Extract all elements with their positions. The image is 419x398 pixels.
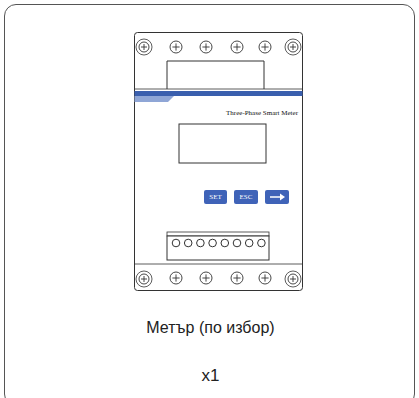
- meter-label: Three-Phase Smart Meter: [222, 109, 298, 117]
- button-text: SET: [204, 193, 227, 201]
- button-text: ESC: [234, 193, 258, 201]
- meter-illustration: [134, 32, 303, 291]
- meter-body: Three-Phase Smart MeterSET ESC: [134, 32, 303, 291]
- product-card: Метър (по избор) x1 Three-Phase Smart Mete…: [4, 4, 415, 398]
- caption-text: Метър (по избор): [5, 318, 416, 337]
- quantity-text: x1: [5, 366, 416, 386]
- set-button: SET: [204, 190, 227, 204]
- esc-button: ESC: [234, 190, 258, 204]
